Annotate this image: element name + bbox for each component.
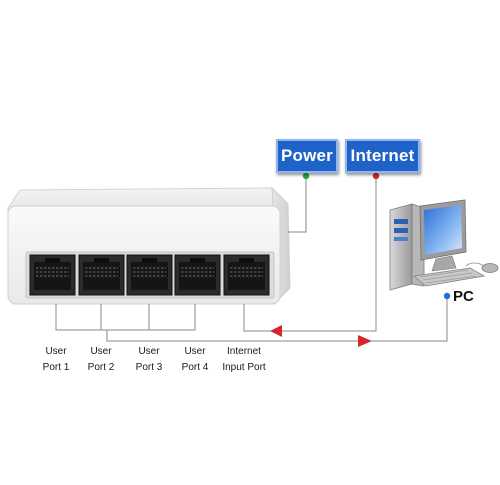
port-label-1-line1: User	[45, 346, 67, 357]
desktop-computer-icon	[389, 199, 499, 291]
arrow-right-icon	[358, 335, 372, 347]
rj45-port-5	[223, 254, 270, 296]
port-label-1-line2: Port 1	[42, 362, 70, 373]
internet-dot	[372, 172, 380, 180]
rj45-port-1	[29, 254, 76, 296]
rj45-port-2	[78, 254, 125, 296]
internet-connector-line	[243, 176, 377, 332]
port-label-5-line2: Input Port	[222, 362, 266, 373]
port-label-2-line1: User	[90, 346, 112, 357]
pc-label: PC	[453, 288, 474, 305]
port-label-2-line2: Port 2	[87, 362, 115, 373]
internet-badge: Internet	[345, 139, 420, 173]
power-badge: Power	[276, 139, 338, 173]
port-label-5: Internet Input Port	[214, 344, 274, 376]
port-label-2: User Port 2	[71, 344, 131, 376]
rj45-ports	[29, 254, 270, 296]
port-label-3-line2: Port 3	[135, 362, 163, 373]
power-dot	[302, 172, 310, 180]
rj45-port-4	[174, 254, 221, 296]
port-label-4: User Port 4	[165, 344, 225, 376]
port-label-3-line1: User	[138, 346, 160, 357]
port-label-3: User Port 3	[119, 344, 179, 376]
power-connector-line	[288, 176, 307, 233]
arrow-left-icon	[270, 325, 282, 337]
pc-connector-line	[106, 298, 448, 342]
rj45-port-3	[126, 254, 173, 296]
port-label-5-line1: Internet	[227, 346, 261, 357]
port-label-4-line2: Port 4	[181, 362, 209, 373]
pc-dot	[443, 292, 451, 300]
port-label-4-line1: User	[184, 346, 206, 357]
user-port-bracket	[55, 304, 196, 331]
port-label-1: User Port 1	[26, 344, 86, 376]
